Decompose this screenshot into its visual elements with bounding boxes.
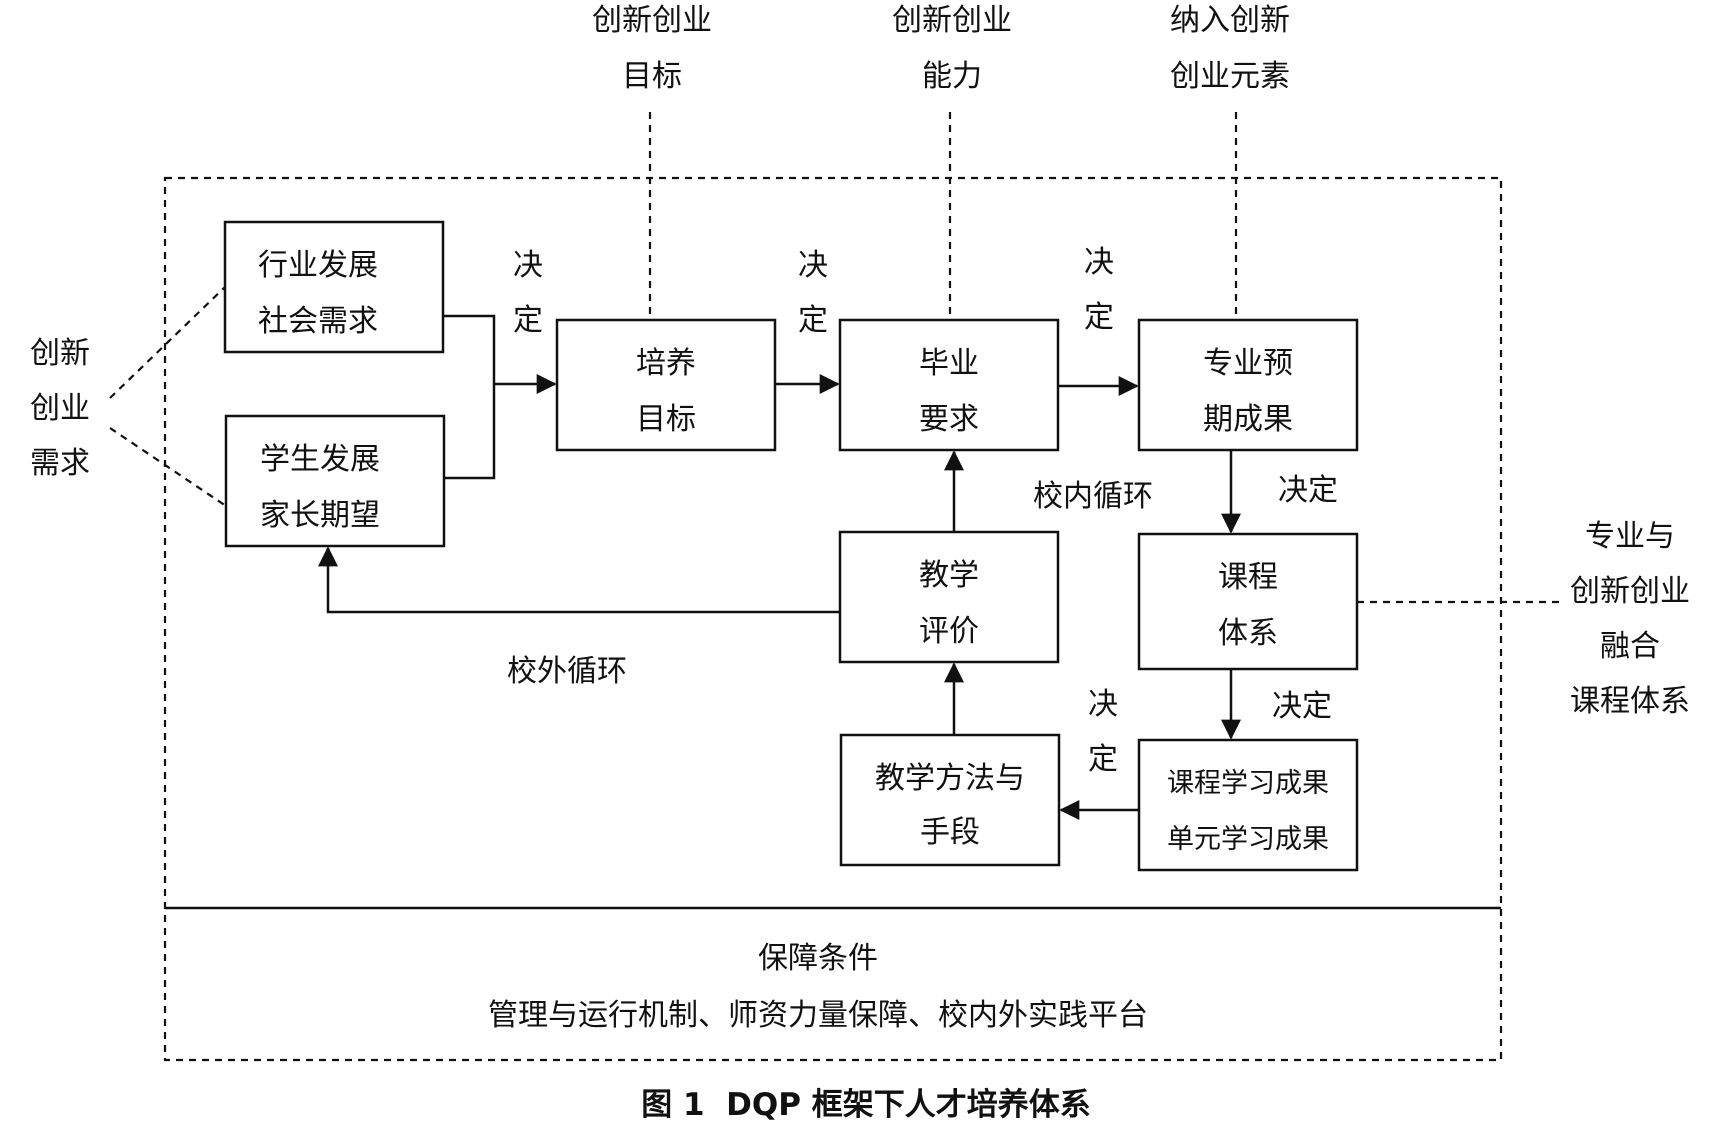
decide-5: 决定 bbox=[1272, 689, 1332, 724]
learning-box bbox=[1137, 738, 1359, 872]
student-box bbox=[224, 414, 446, 548]
outcomes-box bbox=[1137, 318, 1359, 452]
support-detail: 管理与运行机制、师资力量保障、校内外实践平台 bbox=[488, 998, 1148, 1033]
methods-box bbox=[839, 733, 1061, 867]
outer-loop-label: 校外循环 bbox=[507, 654, 627, 689]
support-title: 保障条件 bbox=[758, 941, 878, 976]
demand-line-top bbox=[109, 286, 226, 399]
decide-4: 决定 bbox=[1278, 473, 1338, 508]
outer-loop-arrow bbox=[318, 546, 840, 614]
training-goal-label-2: 目标 bbox=[636, 402, 696, 437]
industry-label-2: 社会需求 bbox=[258, 304, 378, 339]
top-ability-label-2: 能力 bbox=[922, 59, 982, 94]
top-goal-label-1: 创新创业 bbox=[592, 3, 712, 38]
demand-label-1: 创新 bbox=[30, 336, 90, 371]
demand-label-2: 创业 bbox=[30, 391, 90, 426]
right-system-label-4: 课程体系 bbox=[1570, 684, 1690, 719]
learning-label-2: 单元学习成果 bbox=[1167, 824, 1329, 855]
top-ability-label-1: 创新创业 bbox=[892, 3, 1012, 38]
student-label-2: 家长期望 bbox=[260, 498, 380, 533]
right-system-label-1: 专业与 bbox=[1585, 519, 1675, 554]
learning-label-1: 课程学习成果 bbox=[1167, 768, 1329, 799]
decide-3-bottom: 定 bbox=[1084, 300, 1114, 335]
decide-1-top: 决 bbox=[513, 248, 543, 283]
top-goal-label-2: 目标 bbox=[622, 59, 682, 94]
graduation-box bbox=[838, 318, 1060, 452]
system-boundary bbox=[163, 176, 1503, 1062]
graduation-label-2: 要求 bbox=[919, 402, 979, 437]
training-goal-label-1: 培养 bbox=[636, 346, 696, 381]
curriculum-label-1: 课程 bbox=[1218, 560, 1278, 595]
curriculum-label-2: 体系 bbox=[1218, 616, 1278, 651]
decide-3-top: 决 bbox=[1084, 245, 1114, 280]
curriculum-box bbox=[1137, 532, 1359, 671]
figure-caption: 图 1 DQP 框架下人才培养体系 bbox=[641, 1087, 1091, 1123]
right-system-label-3: 融合 bbox=[1600, 629, 1660, 664]
evaluation-label-1: 教学 bbox=[919, 558, 979, 593]
outcomes-label-1: 专业预 bbox=[1203, 346, 1293, 381]
industry-label-1: 行业发展 bbox=[258, 248, 378, 283]
decide-6-bottom: 定 bbox=[1088, 742, 1118, 777]
graduation-label-1: 毕业 bbox=[919, 346, 979, 381]
decide-2-top: 决 bbox=[798, 248, 828, 283]
outcomes-label-2: 期成果 bbox=[1203, 402, 1293, 437]
top-elements-label-2: 创业元素 bbox=[1170, 59, 1290, 94]
evaluation-box bbox=[838, 530, 1060, 664]
top-elements-label-1: 纳入创新 bbox=[1170, 3, 1290, 38]
decide-1-bottom: 定 bbox=[513, 303, 543, 338]
student-label-1: 学生发展 bbox=[260, 442, 380, 477]
methods-label-1: 教学方法与 bbox=[875, 761, 1025, 796]
industry-connector bbox=[443, 314, 496, 480]
decide-2-bottom: 定 bbox=[798, 303, 828, 338]
right-system-label-2: 创新创业 bbox=[1570, 574, 1690, 609]
demand-label-3: 需求 bbox=[30, 446, 90, 481]
demand-line-bottom bbox=[109, 427, 227, 507]
evaluation-label-2: 评价 bbox=[919, 614, 979, 649]
methods-label-2: 手段 bbox=[920, 815, 980, 850]
training-goal-box bbox=[555, 318, 777, 452]
decide-6-top: 决 bbox=[1088, 687, 1118, 722]
inner-loop-label: 校内循环 bbox=[1033, 479, 1153, 514]
